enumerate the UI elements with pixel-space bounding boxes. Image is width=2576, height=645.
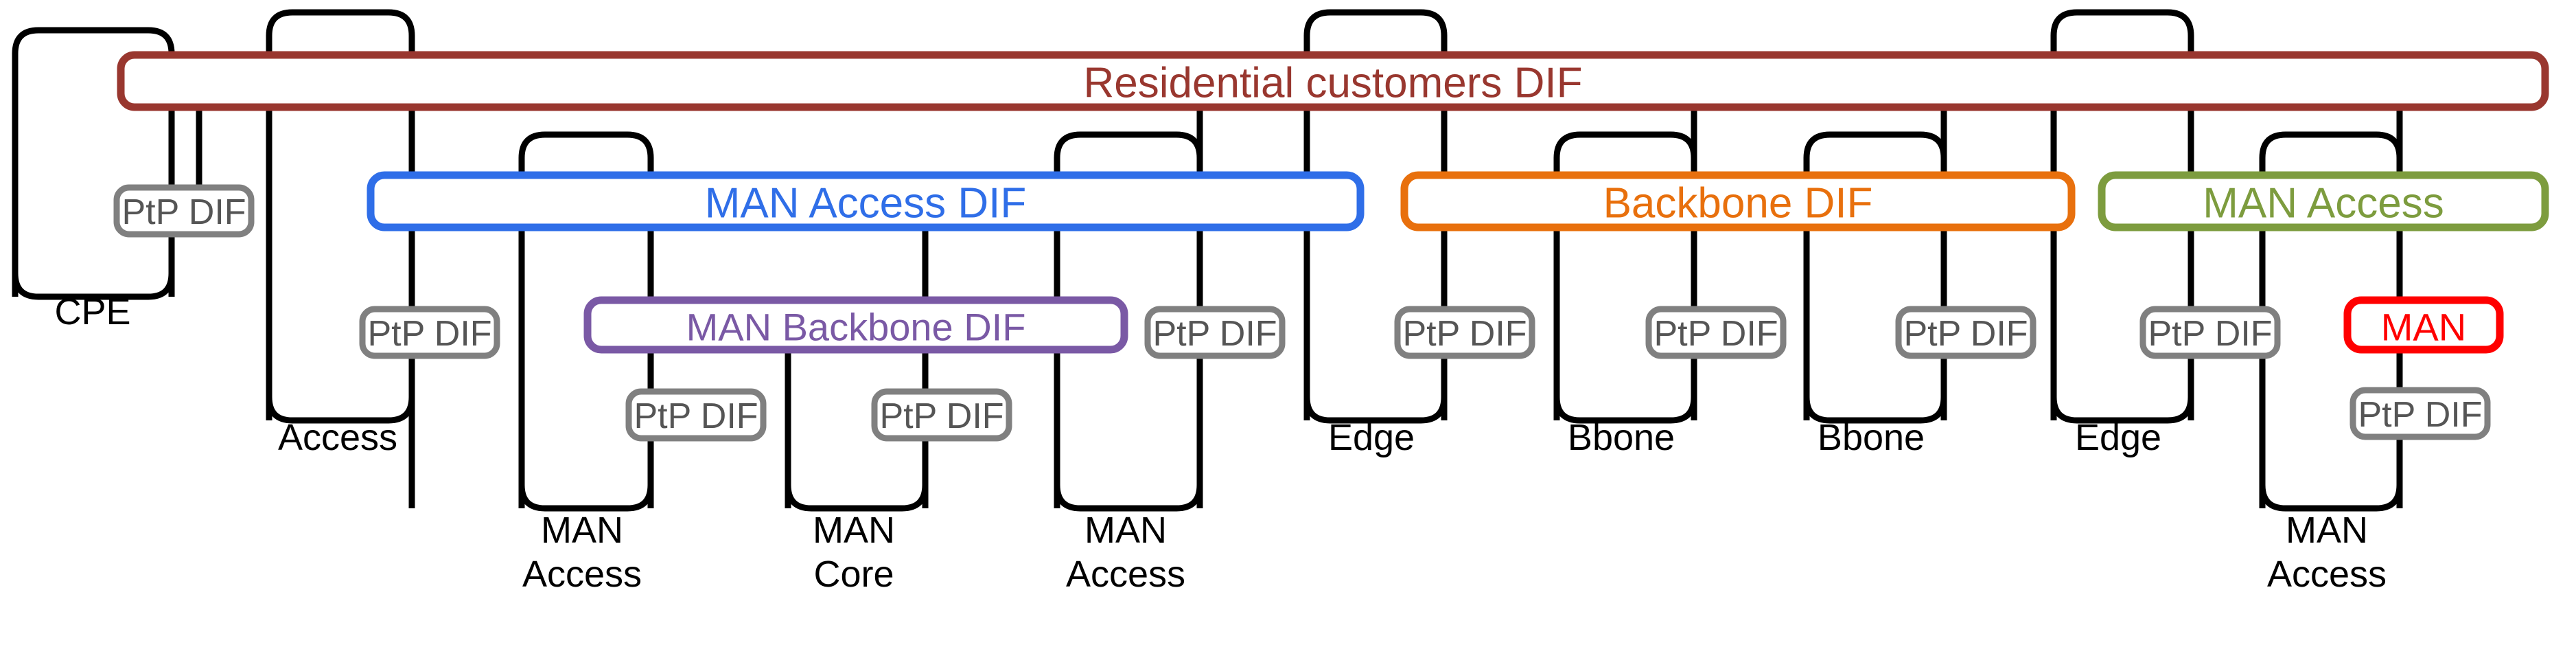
ptp-dif-2-box[interactable] — [359, 306, 500, 359]
dif-layer-boxes: Residential customers DIF MAN Access DIF B… — [117, 51, 2549, 354]
man-red-label: MAN — [2381, 306, 2466, 349]
backbone-dif-label: Backbone DIF — [1603, 180, 1873, 227]
stems-layer — [168, 106, 2403, 508]
node-bbone-1: Bbone — [1568, 417, 1675, 458]
backbone-dif[interactable]: Backbone DIF — [1400, 171, 2076, 231]
node-bbone-1-line-0: Bbone — [1568, 417, 1675, 458]
node-man-access-1-line-0: MAN — [541, 510, 623, 551]
bracket-edge-2 — [2050, 9, 2194, 420]
node-access: Access — [278, 417, 397, 458]
node-man-access-3-line-1: Access — [2267, 554, 2387, 595]
node-man-access-1-line-1: Access — [522, 554, 642, 595]
ptp-dif-1[interactable]: PtP DIF — [113, 184, 255, 238]
man-access-green-label: MAN Access — [2203, 180, 2444, 227]
man-backbone-dif[interactable]: MAN Backbone DIF — [583, 296, 1128, 354]
ptp-dif-10-box[interactable] — [2349, 387, 2491, 440]
ptp-dif-4-label: PtP DIF — [879, 396, 1003, 436]
ptp-dif-5[interactable]: PtP DIF — [1144, 306, 1286, 359]
ptp-dif-3[interactable]: PtP DIF — [625, 388, 767, 442]
ptp-dif-6-label: PtP DIF — [1402, 314, 1527, 354]
ptp-dif-2-label: PtP DIF — [367, 314, 491, 354]
ptp-dif-3-box[interactable] — [625, 388, 767, 442]
ptp-dif-10-label: PtP DIF — [2358, 395, 2482, 435]
node-edge-2-line-0: Edge — [2075, 417, 2161, 458]
ptp-dif-1-box[interactable] — [113, 184, 255, 238]
ptp-dif-9-label: PtP DIF — [2148, 314, 2272, 354]
man-access-green[interactable]: MAN Access — [2098, 171, 2549, 231]
ptp-dif-4-box[interactable] — [871, 388, 1012, 442]
node-man-core-line-0: MAN — [813, 510, 895, 551]
node-cpe: CPE — [54, 291, 130, 332]
node-man-access-3-line-0: MAN — [2286, 510, 2368, 551]
residential-customers-dif-box[interactable] — [117, 51, 2549, 111]
ptp-dif-5-box[interactable] — [1144, 306, 1286, 359]
ptp-dif-1-label: PtP DIF — [121, 192, 246, 232]
ptp-dif-2[interactable]: PtP DIF — [359, 306, 500, 359]
node-cpe-line-0: CPE — [54, 291, 130, 332]
man-backbone-dif-label: MAN Backbone DIF — [686, 306, 1026, 349]
man-red[interactable]: MAN — [2343, 296, 2504, 354]
ptp-dif-10[interactable]: PtP DIF — [2349, 387, 2491, 440]
node-man-core-line-1: Core — [813, 554, 894, 595]
ptp-dif-8[interactable]: PtP DIF — [1895, 306, 2037, 359]
bracket-edge-1 — [1303, 9, 1448, 420]
ptp-dif-7-label: PtP DIF — [1653, 314, 1778, 354]
ptp-dif-4[interactable]: PtP DIF — [871, 388, 1012, 442]
bracket-man-access-1 — [518, 131, 654, 508]
node-edge-2: Edge — [2075, 417, 2161, 458]
node-bbone-2: Bbone — [1818, 417, 1925, 458]
node-edge-1-line-0: Edge — [1328, 417, 1415, 458]
ptp-dif-8-box[interactable] — [1895, 306, 2037, 359]
ptp-dif-7[interactable]: PtP DIF — [1645, 306, 1787, 359]
ptp-dif-6[interactable]: PtP DIF — [1394, 306, 1535, 359]
node-bbone-2-line-0: Bbone — [1818, 417, 1925, 458]
residential-customers-dif[interactable]: Residential customers DIF — [117, 51, 2549, 111]
ptp-dif-layer: PtP DIF PtP DIF PtP DIF PtP DIF PtP DIF PtP D… — [113, 184, 2491, 442]
bracket-man-access-2-foot — [1054, 484, 1203, 512]
residential-customers-dif-label: Residential customers DIF — [1083, 60, 1582, 107]
man-backbone-dif-box[interactable] — [583, 296, 1128, 354]
node-edge-1: Edge — [1328, 417, 1415, 458]
node-man-access-2-line-1: Access — [1066, 554, 1185, 595]
man-red-box[interactable] — [2343, 296, 2504, 354]
node-man-access-2-line-0: MAN — [1084, 510, 1167, 551]
bracket-man-core-foot — [785, 484, 929, 512]
ptp-dif-5-label: PtP DIF — [1152, 314, 1277, 354]
bracket-cpe — [12, 27, 175, 297]
ptp-dif-7-box[interactable] — [1645, 306, 1787, 359]
ptp-dif-3-label: PtP DIF — [634, 396, 758, 436]
bracket-access — [266, 9, 415, 420]
man-access-green-box[interactable] — [2098, 171, 2549, 231]
ptp-dif-9[interactable]: PtP DIF — [2139, 306, 2281, 359]
man-access-dif[interactable]: MAN Access DIF — [367, 171, 1365, 231]
ptp-dif-8-label: PtP DIF — [1903, 314, 2028, 354]
man-access-dif-box[interactable] — [367, 171, 1365, 231]
backbone-dif-box[interactable] — [1400, 171, 2076, 231]
bracket-man-access-1-foot — [518, 484, 654, 512]
bracket-man-access-3-foot — [2259, 484, 2403, 512]
ptp-dif-9-box[interactable] — [2139, 306, 2281, 359]
man-access-dif-label: MAN Access DIF — [705, 180, 1027, 227]
node-access-line-0: Access — [278, 417, 397, 458]
ptp-dif-6-box[interactable] — [1394, 306, 1535, 359]
